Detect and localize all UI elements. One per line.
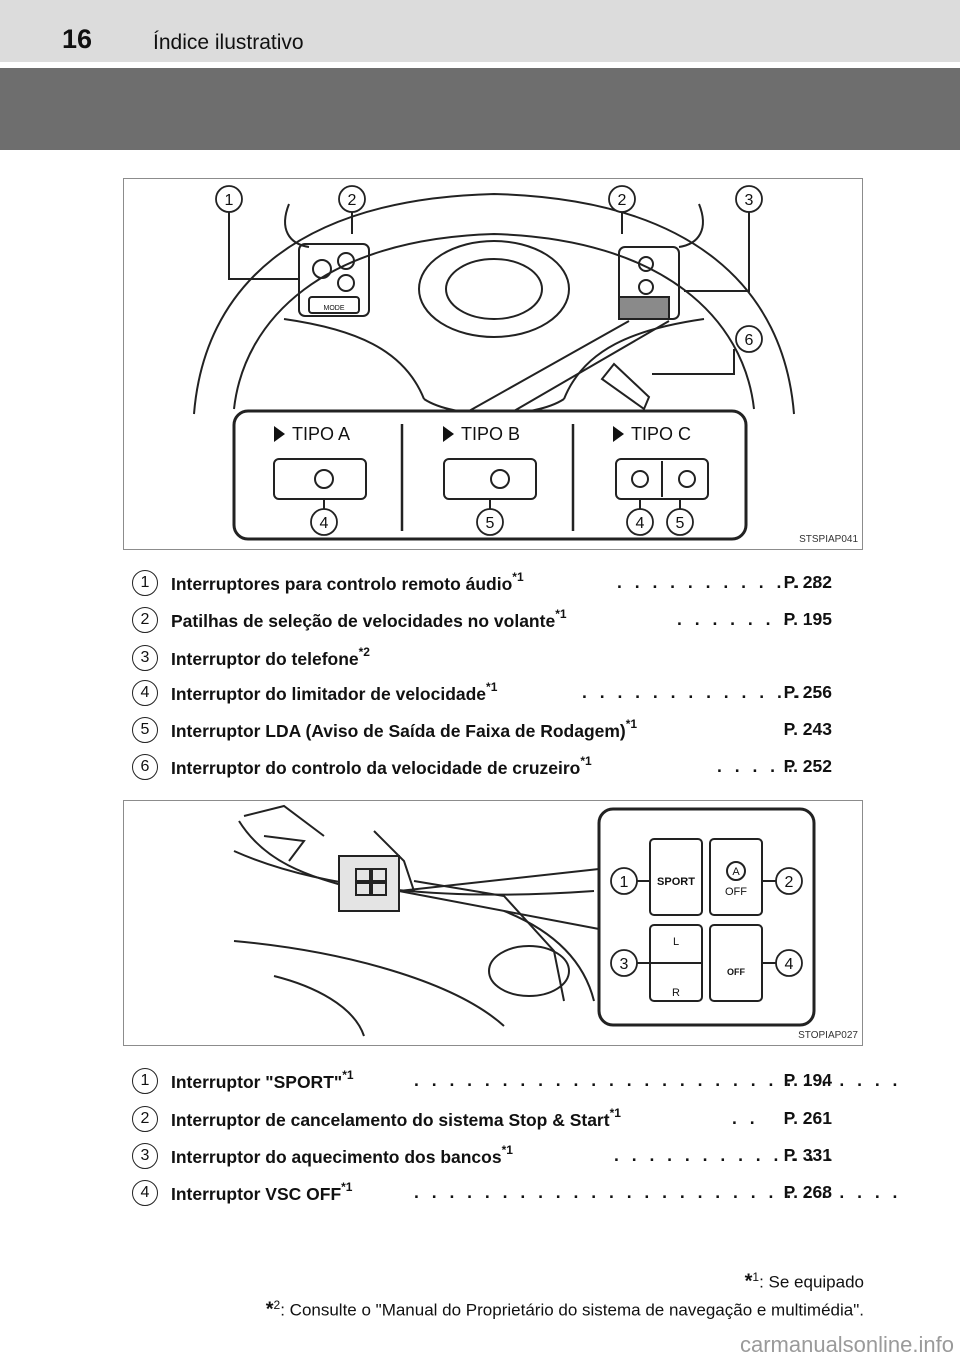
svg-text:MODE: MODE: [324, 305, 345, 312]
console-switches-figure: 1 2 3 4 SPORT A OFF L R OFF STOPIAP027: [123, 800, 863, 1046]
type-c-label: TIPO C: [613, 424, 691, 445]
header-band: [0, 68, 960, 150]
steering-wheel-illustration: 1 2 2 3 6 4 5 4 5 MODE: [193, 185, 795, 541]
list-item: 4 Interruptor do limitador de velocidade…: [132, 680, 832, 710]
page-ref[interactable]: P. 282: [783, 572, 832, 592]
svg-text:L: L: [673, 936, 679, 948]
svg-text:5: 5: [486, 515, 495, 532]
triangle-icon: [613, 426, 624, 442]
header-bar: [0, 0, 960, 62]
item-number: 2: [132, 607, 158, 633]
item-text: Interruptor do limitador de velocidade*1: [171, 680, 498, 704]
list-item: 4 Interruptor VSC OFF*1 . . . . . . . . …: [132, 1180, 897, 1210]
item-number: 1: [132, 1068, 158, 1094]
list-item: 3 Interruptor do telefone*2: [132, 645, 832, 675]
item-number: 5: [132, 717, 158, 743]
svg-text:3: 3: [745, 192, 754, 209]
steering-wheel-figure: 1 2 2 3 6 4 5 4 5 MODE STSPIAP041: [123, 178, 863, 550]
page-ref[interactable]: P. 331: [783, 1145, 832, 1165]
item-number: 6: [132, 754, 158, 780]
leader-dots: . .: [732, 1108, 759, 1128]
page-ref[interactable]: P. 261: [783, 1108, 832, 1128]
svg-text:2: 2: [348, 192, 357, 209]
svg-text:1: 1: [225, 192, 234, 209]
item-number: 3: [132, 645, 158, 671]
section-title: Índice ilustrativo: [153, 31, 304, 54]
svg-text:2: 2: [618, 192, 627, 209]
item-text: Interruptor do aquecimento dos bancos*1: [171, 1143, 513, 1167]
svg-text:2: 2: [785, 874, 794, 891]
watermark: carmanualsonline.info: [739, 1332, 954, 1357]
list-item: 5 Interruptor LDA (Aviso de Saída de Fai…: [132, 717, 832, 747]
type-b-label: TIPO B: [443, 424, 520, 445]
console-illustration: 1 2 3 4 SPORT A OFF L R OFF: [233, 804, 816, 1037]
footnote-1: *1: Se equipado: [744, 1270, 864, 1293]
svg-text:4: 4: [636, 515, 645, 532]
callout-1: [215, 185, 243, 213]
leader-dots: . . . . . . .: [677, 609, 793, 629]
figure-code: STSPIAP041: [799, 534, 858, 545]
triangle-icon: [443, 426, 454, 442]
page-ref[interactable]: P. 252: [783, 756, 832, 776]
svg-text:1: 1: [620, 874, 629, 891]
type-a-label: TIPO A: [274, 424, 350, 445]
list-item: 2 Interruptor de cancelamento do sistema…: [132, 1106, 832, 1136]
page-ref[interactable]: P. 194: [783, 1070, 832, 1090]
item-text: Patilhas de seleção de velocidades no vo…: [171, 607, 567, 631]
callout-5-b: [476, 508, 504, 536]
page-ref[interactable]: P. 256: [783, 682, 832, 702]
svg-text:3: 3: [620, 956, 629, 973]
list-item: 6 Interruptor do controlo da velocidade …: [132, 754, 832, 784]
item-text: Interruptor LDA (Aviso de Saída de Faixa…: [171, 717, 638, 741]
page-ref[interactable]: P. 243: [783, 719, 832, 739]
callout-6: [735, 325, 763, 353]
list-item: 1 Interruptores para controlo remoto áud…: [132, 570, 832, 600]
leader-dots: . . . . . . . . . . . . . . . . . . . . …: [414, 1182, 902, 1202]
callout-2-left: [338, 185, 366, 213]
footnote-2: *2: Consulte o "Manual do Proprietário d…: [265, 1298, 864, 1321]
item-number: 4: [132, 1180, 158, 1206]
item-text: Interruptor de cancelamento do sistema S…: [171, 1106, 621, 1130]
triangle-icon: [274, 426, 285, 442]
leader-dots: . . . . . . . . . . . . . .: [582, 682, 822, 702]
list-item: 1 Interruptor "SPORT"*1 . . . . . . . . …: [132, 1068, 897, 1098]
svg-text:4: 4: [320, 515, 329, 532]
leader-dots: . . . . . . . . . . . .: [617, 572, 821, 592]
item-text: Interruptor do telefone*2: [171, 645, 370, 669]
callout-2-right: [608, 185, 636, 213]
item-text: Interruptor do controlo da velocidade de…: [171, 754, 592, 778]
leader-dots: . . . . . . . . . . . . .: [614, 1145, 836, 1165]
page-ref[interactable]: P. 268: [783, 1182, 832, 1202]
leader-dots: . . . . .: [717, 756, 797, 776]
figure-code: STOPIAP027: [798, 1030, 858, 1041]
item-text: Interruptores para controlo remoto áudio…: [171, 570, 524, 594]
callout-4-c: [626, 508, 654, 536]
svg-text:A: A: [732, 866, 740, 878]
page-number: 16: [62, 24, 93, 54]
svg-text:SPORT: SPORT: [657, 876, 695, 888]
item-number: 4: [132, 680, 158, 706]
item-text: Interruptor VSC OFF*1: [171, 1180, 353, 1204]
item-text: Interruptor "SPORT"*1: [171, 1068, 354, 1092]
svg-text:OFF: OFF: [727, 967, 745, 977]
list-item: 2 Patilhas de seleção de velocidades no …: [132, 607, 832, 637]
item-number: 1: [132, 570, 158, 596]
item-number: 3: [132, 1143, 158, 1169]
svg-text:OFF: OFF: [725, 886, 747, 898]
page-ref[interactable]: P. 195: [783, 609, 832, 629]
list-item: 3 Interruptor do aquecimento dos bancos*…: [132, 1143, 832, 1173]
callout-3: [735, 185, 763, 213]
svg-text:R: R: [672, 987, 680, 999]
callout-4-a: [310, 508, 338, 536]
svg-text:6: 6: [745, 332, 754, 349]
item-number: 2: [132, 1106, 158, 1132]
leader-dots: . . . . . . . . . . . . . . . . . . . . …: [414, 1070, 902, 1090]
svg-text:5: 5: [676, 515, 685, 532]
svg-text:4: 4: [785, 956, 794, 973]
callout-5-c: [666, 508, 694, 536]
